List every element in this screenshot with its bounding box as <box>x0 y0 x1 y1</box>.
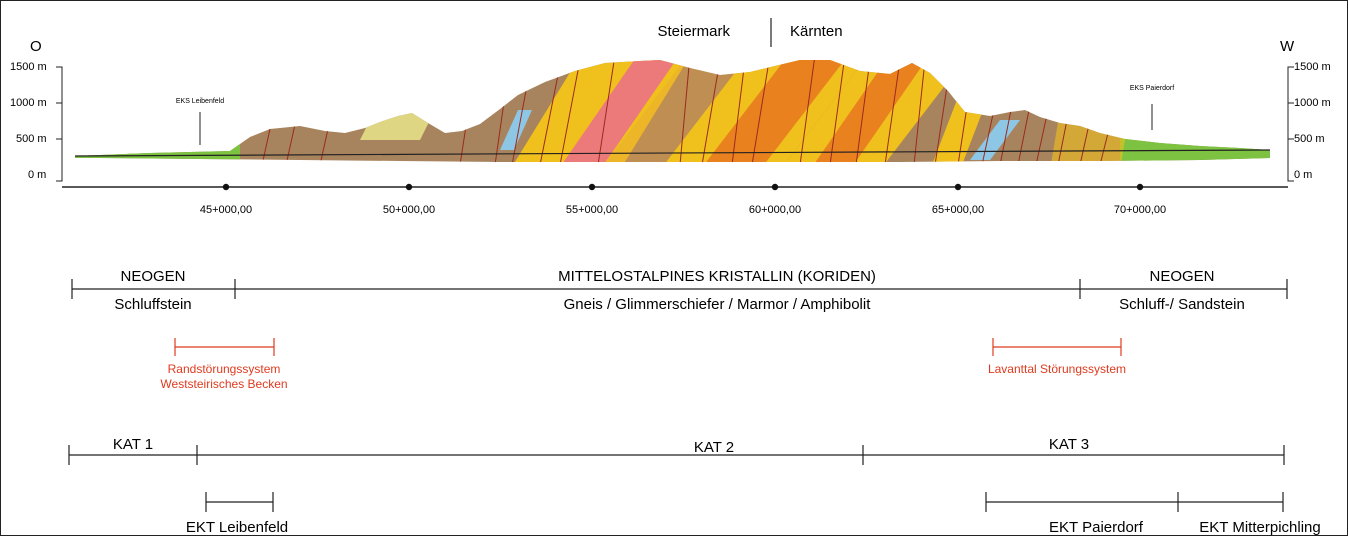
chainage-label: 65+000,00 <box>932 204 984 216</box>
geology-unit-center: MITTELOSTALPINES KRISTALLIN (KORIDEN) <box>558 268 876 285</box>
elevation-label-right: 1500 m <box>1294 61 1331 73</box>
tunnel-alignment <box>74 149 1271 157</box>
geology-rock-center: Gneis / Glimmerschiefer / Marmor / Amphi… <box>564 296 872 313</box>
fault-label-right: Lavanttal Störungssystem <box>988 362 1126 376</box>
elevation-axis-left <box>56 66 63 182</box>
geology-rock-left: Schluffstein <box>114 296 191 313</box>
section-label-mitterpichling: EKT Mitterpichling <box>1199 519 1320 536</box>
section-bar <box>205 492 1284 512</box>
fault-zone-right <box>992 338 1122 356</box>
direction-west-label: W <box>1280 38 1295 55</box>
elevation-label-left: 0 m <box>28 169 46 181</box>
elevation-label-left: 1500 m <box>10 61 47 73</box>
chainage-markers <box>222 183 1144 191</box>
region-kaernten-label: Kärnten <box>790 23 843 40</box>
fault-zone-left <box>174 338 275 356</box>
elevation-label-left: 500 m <box>16 133 47 145</box>
chainage-label: 45+000,00 <box>200 204 252 216</box>
chainage-label: 70+000,00 <box>1114 204 1166 216</box>
category-label: KAT 3 <box>1049 436 1089 453</box>
mountain-profile <box>74 60 1271 162</box>
fault-label-left-1: Randstörungssystem <box>168 362 281 376</box>
chainage-label: 55+000,00 <box>566 204 618 216</box>
geology-rock-right: Schluff-/ Sandstein <box>1119 296 1245 313</box>
elevation-axis-right <box>1287 66 1294 182</box>
elevation-label-right: 1000 m <box>1294 97 1331 109</box>
chainage-label: 60+000,00 <box>749 204 801 216</box>
fault-label-left-2: Weststeirisches Becken <box>160 377 287 391</box>
geology-unit-left: NEOGEN <box>120 268 185 285</box>
chainage-label: 50+000,00 <box>383 204 435 216</box>
geology-unit-right: NEOGEN <box>1149 268 1214 285</box>
geology-bar <box>71 279 1288 299</box>
station-label-paierdorf: EKS Paierdorf <box>1130 85 1174 92</box>
elevation-label-right: 500 m <box>1294 133 1325 145</box>
category-bar <box>68 445 1285 465</box>
elevation-label-left: 1000 m <box>10 97 47 109</box>
section-label-leibenfeld: EKT Leibenfeld <box>186 519 288 536</box>
elevation-label-right: 0 m <box>1294 169 1312 181</box>
region-steiermark-label: Steiermark <box>657 23 730 40</box>
direction-east-label: O <box>30 38 42 55</box>
section-label-paierdorf: EKT Paierdorf <box>1049 519 1144 536</box>
station-label-leibenfeld: EKS Leibenfeld <box>176 98 224 105</box>
category-label: KAT 2 <box>694 439 734 456</box>
category-label: KAT 1 <box>113 436 153 453</box>
